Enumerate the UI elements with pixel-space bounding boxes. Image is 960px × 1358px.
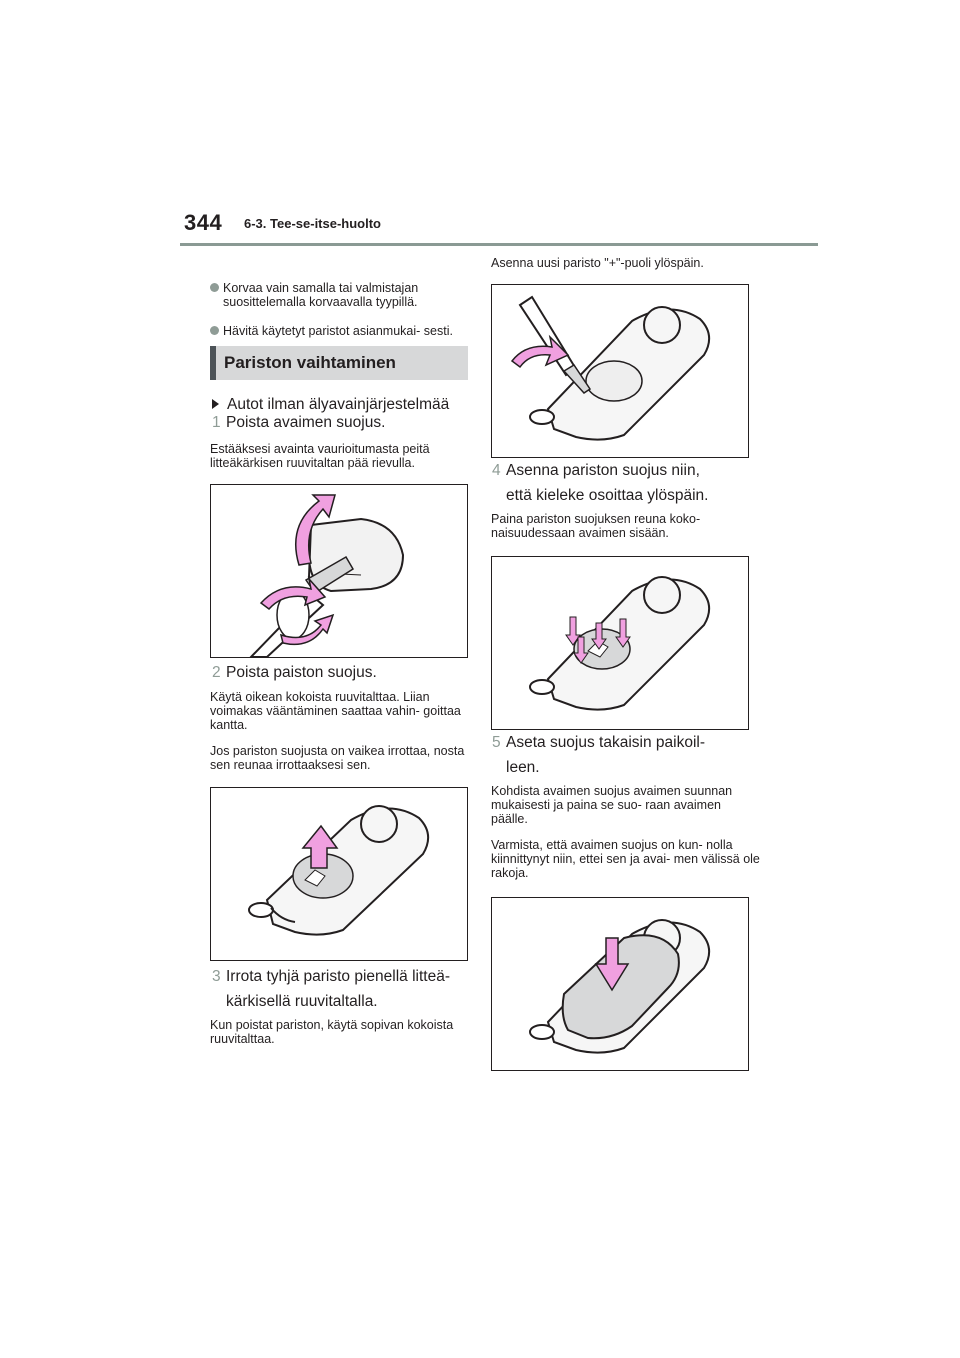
figure-remove-battery: [491, 284, 749, 458]
figure-install-battery-cover: [491, 556, 749, 730]
bullet-item: Korvaa vain samalla tai valmistajan suos…: [210, 281, 478, 309]
section-heading: Pariston vaihtaminen: [210, 346, 468, 380]
rotate-arrow-icon: [259, 576, 327, 611]
step-text: Poista avaimen suojus.: [226, 414, 386, 431]
bullet-text: Korvaa vain samalla tai valmistajan suos…: [223, 281, 419, 309]
subsection-heading: Autot ilman älyavainjärjestelmää: [212, 396, 449, 414]
section-header: 6-3. Tee-se-itse-huolto: [244, 216, 382, 231]
figure-remove-cover: [210, 484, 468, 658]
bullet-icon: [210, 283, 219, 292]
step-number: 1: [212, 414, 221, 431]
step-text: Aseta suojus takaisin paikoil-leen.: [506, 734, 706, 776]
step-1: 1 Poista avaimen suojus.: [212, 410, 385, 435]
step-number: 4: [492, 462, 501, 479]
step-4-note: Paina pariston suojuksen reuna koko- nai…: [491, 512, 701, 540]
step-2-note: Käytä oikean kokoista ruuvitalttaa. Liia…: [210, 690, 461, 732]
arrow-up-icon: [295, 494, 336, 566]
bullet-icon: [210, 326, 219, 335]
section-heading-bar: [210, 346, 216, 380]
figure-refit-cover: [491, 897, 749, 1071]
step-5-note: Varmista, että avaimen suojus on kun- no…: [491, 838, 760, 880]
step-5: 5 Aseta suojus takaisin paikoil-leen.: [492, 730, 705, 780]
step-text: Asenna pariston suojus niin,että kieleke…: [506, 462, 709, 504]
step-4: 4 Asenna pariston suojus niin,että kiele…: [492, 458, 708, 508]
arrow-down-icon: [565, 616, 631, 664]
page-number: 344: [184, 210, 223, 235]
step-2-note: Jos pariston suojusta on vaikea irrottaa…: [210, 744, 465, 772]
intro-text: Asenna uusi paristo "+"-puoli ylöspäin.: [491, 256, 704, 270]
step-text: Poista paiston suojus.: [226, 664, 377, 681]
step-3: 3 Irrota tyhjä paristo pienellä litteä-k…: [212, 964, 450, 1014]
step-number: 5: [492, 734, 501, 751]
section-heading-title: Pariston vaihtaminen: [224, 353, 396, 372]
header-divider: [180, 243, 818, 246]
bullet-item: Hävitä käytetyt paristot asianmukai- ses…: [210, 324, 478, 338]
rotate-arrow-icon: [510, 334, 570, 369]
bullet-text: Hävitä käytetyt paristot asianmukai- ses…: [223, 324, 453, 338]
step-number: 3: [212, 968, 221, 985]
step-2: 2 Poista paiston suojus.: [212, 660, 377, 685]
subsection-title: Autot ilman älyavainjärjestelmää: [227, 396, 450, 413]
arrow-down-icon: [594, 937, 630, 992]
triangle-icon: [212, 399, 219, 409]
step-3-note: Kun poistat pariston, käytä sopivan koko…: [210, 1018, 454, 1046]
figure-remove-battery-cover: [210, 787, 468, 961]
step-number: 2: [212, 664, 221, 681]
step-1-note: Estääksesi avainta vaurioitumasta peitä …: [210, 442, 430, 470]
step-5-note: Kohdista avaimen suojus avaimen suunnan …: [491, 784, 733, 826]
step-text: Irrota tyhjä paristo pienellä litteä-kär…: [226, 968, 451, 1010]
arrow-up-icon: [301, 824, 339, 869]
